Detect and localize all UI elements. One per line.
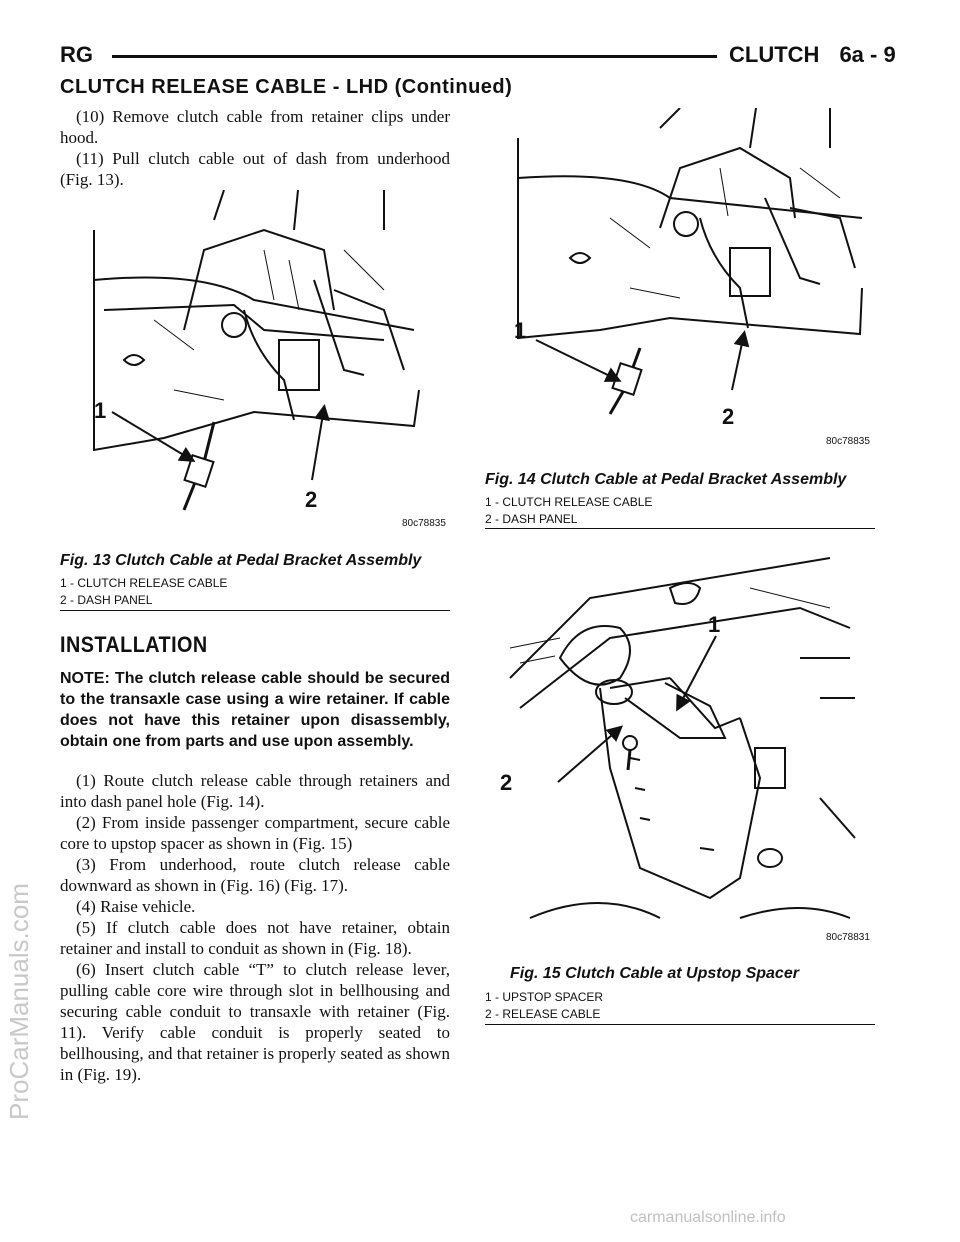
header-rule: [112, 55, 717, 58]
fig14-legend-item-2: 2 - DASH PANEL: [485, 512, 578, 526]
header-section-name: CLUTCH: [729, 42, 820, 67]
side-watermark: ProCarManuals.com: [4, 883, 34, 1120]
install-step-5: (5) If clutch cable does not have retain…: [60, 918, 450, 958]
fig13-callout-2: 2: [305, 487, 318, 512]
fig13-legend: 1 - CLUTCH RELEASE CABLE 2 - DASH PANEL: [60, 575, 227, 609]
fig13-rule: [60, 610, 450, 611]
fig14-rule: [485, 528, 875, 529]
bottom-watermark: carmanualsonline.info: [630, 1209, 786, 1226]
fig14-code: 80c78835: [826, 436, 870, 447]
fig13-illustration: [93, 190, 420, 511]
installation-steps: (1) Route clutch release cable through r…: [60, 770, 450, 1085]
install-step-6: (6) Insert clutch cable “T” to clutch re…: [60, 960, 450, 1084]
fig14-callout-2: 2: [722, 404, 735, 429]
fig15-caption: Fig. 15 Clutch Cable at Upstop Spacer: [510, 965, 799, 982]
fig13-code: 80c78835: [402, 518, 446, 529]
fig14-legend: 1 - CLUTCH RELEASE CABLE 2 - DASH PANEL: [485, 494, 652, 528]
fig14-illustration: [517, 108, 863, 415]
removal-steps: (10) Remove clutch cable from retainer c…: [60, 106, 450, 190]
fig14-caption: Fig. 14 Clutch Cable at Pedal Bracket As…: [485, 471, 847, 488]
fig15-code: 80c78831: [826, 932, 870, 943]
fig13-legend-item-1: 1 - CLUTCH RELEASE CABLE: [60, 576, 228, 590]
fig15-legend-item-2: 2 - RELEASE CABLE: [485, 1007, 601, 1021]
install-step-2: (2) From inside passenger compartment, s…: [60, 813, 450, 853]
fig15-legend-item-1: 1 - UPSTOP SPACER: [485, 990, 604, 1004]
fig15-callout-1: 1: [708, 612, 721, 637]
install-step-3: (3) From underhood, route clutch release…: [60, 855, 450, 895]
section-title: CLUTCH RELEASE CABLE - LHD (Continued): [60, 76, 513, 98]
fig14-legend-item-1: 1 - CLUTCH RELEASE CABLE: [485, 495, 653, 509]
fig15-rule: [485, 1024, 875, 1025]
header-left-code: RG: [60, 42, 93, 67]
installation-note: NOTE: The clutch release cable should be…: [60, 670, 450, 750]
fig13-legend-item-2: 2 - DASH PANEL: [60, 593, 153, 607]
fig15-callout-2: 2: [500, 770, 513, 795]
fig14-callout-1: 1: [514, 318, 527, 343]
fig13-callout-1: 1: [94, 398, 107, 423]
fig15-legend: 1 - UPSTOP SPACER 2 - RELEASE CABLE: [485, 989, 603, 1023]
fig13-caption: Fig. 13 Clutch Cable at Pedal Bracket As…: [60, 552, 422, 569]
install-step-1: (1) Route clutch release cable through r…: [60, 771, 450, 811]
header-page-number: 6a - 9: [839, 42, 896, 67]
header-right: CLUTCH 6a - 9: [729, 42, 896, 68]
removal-step-10: (10) Remove clutch cable from retainer c…: [60, 107, 450, 147]
install-step-4: (4) Raise vehicle.: [76, 897, 196, 916]
removal-step-11: (11) Pull clutch cable out of dash from …: [60, 149, 450, 189]
fig15-illustration: [509, 557, 856, 919]
installation-heading: INSTALLATION: [60, 632, 208, 657]
